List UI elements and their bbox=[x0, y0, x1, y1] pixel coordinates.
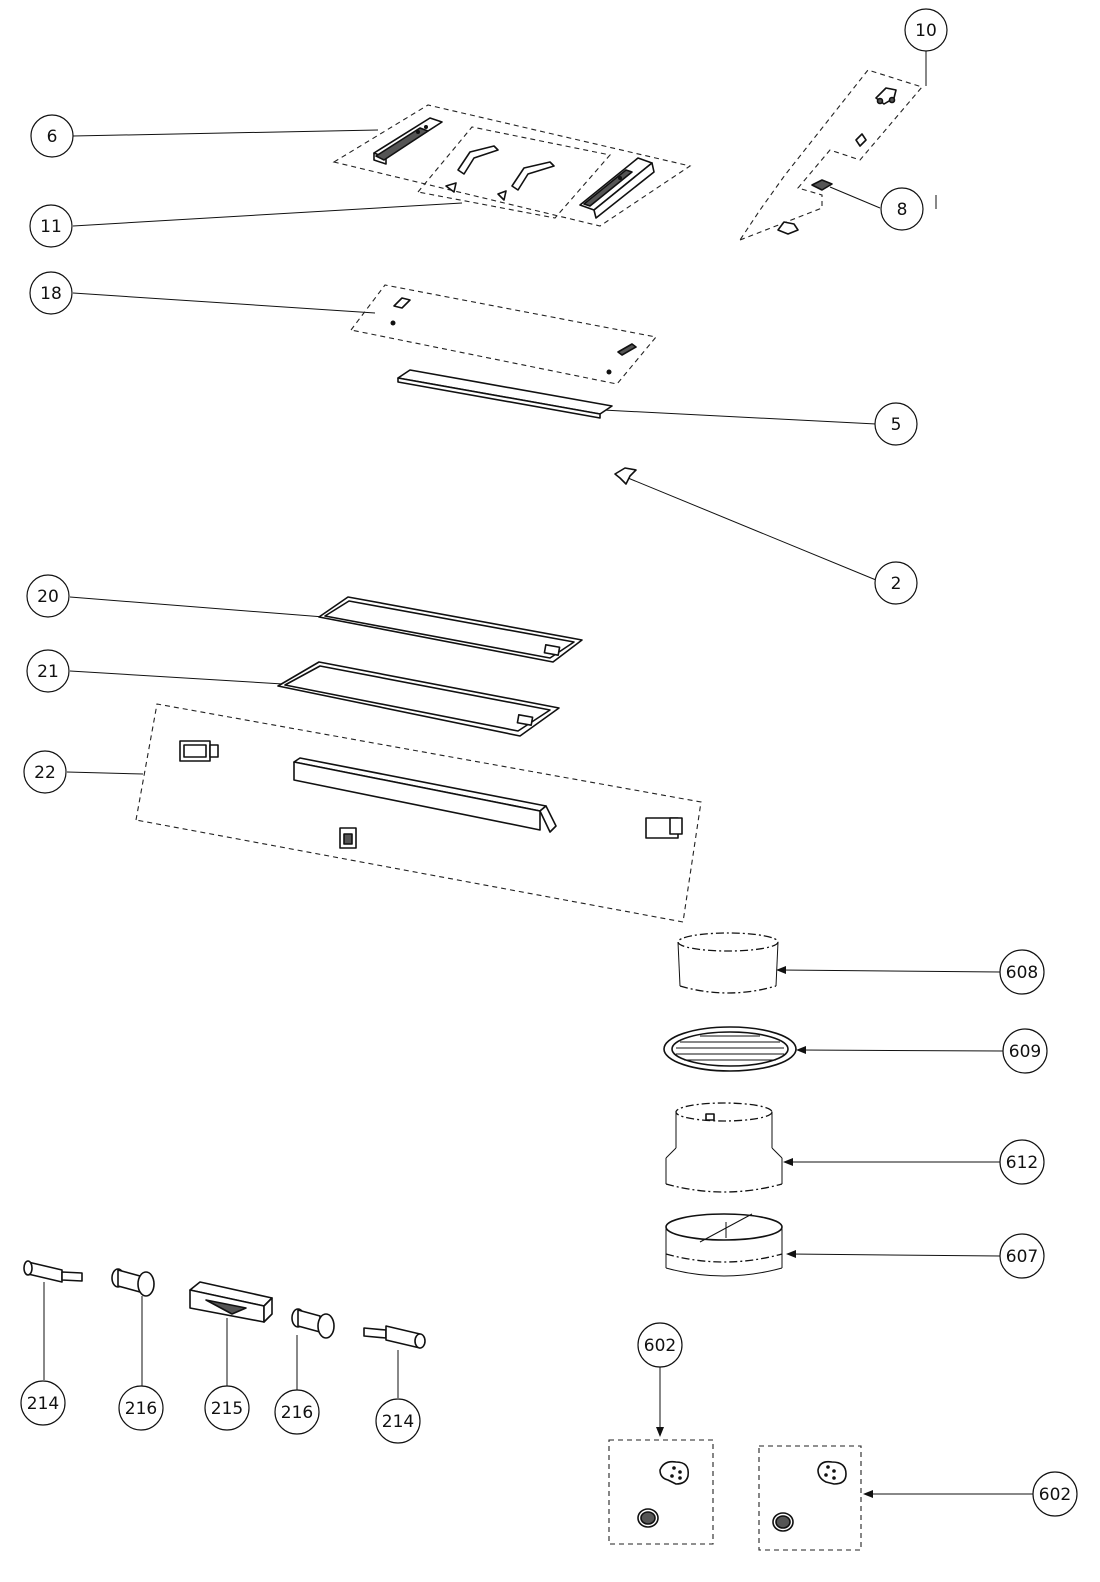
kit-box-10-8 bbox=[738, 69, 923, 242]
callout-label: 11 bbox=[40, 217, 62, 237]
callout-8: 8 bbox=[880, 187, 924, 231]
kit-box-11 bbox=[416, 126, 612, 219]
callout-22: 22 bbox=[23, 750, 67, 794]
leader-lines bbox=[43, 51, 1033, 1498]
strip-5 bbox=[397, 369, 613, 419]
callout-6: 6 bbox=[30, 114, 74, 158]
latch-parts bbox=[777, 87, 897, 235]
grille-609 bbox=[663, 1026, 797, 1072]
callout-label: 22 bbox=[34, 763, 56, 783]
kit-boxes bbox=[135, 69, 923, 1551]
callout-label: 2 bbox=[891, 574, 902, 594]
arrow-609 bbox=[796, 1046, 806, 1054]
callout-215: 215 bbox=[204, 1385, 250, 1431]
plate-18-parts bbox=[390, 297, 637, 375]
callout-label: 6 bbox=[47, 127, 58, 147]
callout-216-left: 216 bbox=[118, 1385, 164, 1431]
callout-label: 214 bbox=[382, 1412, 414, 1432]
reducer-612 bbox=[665, 1102, 783, 1193]
knob-216-right bbox=[291, 1308, 335, 1339]
callout-602-left: 602 bbox=[637, 1322, 683, 1368]
kit-602b-parts bbox=[772, 1460, 847, 1532]
filter-panel-21 bbox=[277, 661, 560, 737]
callout-602-right: 602 bbox=[1032, 1471, 1078, 1517]
pin-214-left bbox=[23, 1260, 83, 1283]
callout-label: 602 bbox=[644, 1336, 676, 1356]
clip-2 bbox=[614, 467, 637, 485]
duct-ring-608 bbox=[677, 932, 779, 994]
callout-label: 609 bbox=[1009, 1042, 1041, 1062]
arrow-602a bbox=[656, 1427, 664, 1437]
leader-11 bbox=[72, 202, 463, 227]
arrow-602b bbox=[863, 1490, 873, 1498]
leader-2 bbox=[627, 477, 877, 581]
hinge-clip-right bbox=[497, 161, 555, 201]
rail-bracket-left bbox=[373, 117, 443, 165]
leader-22 bbox=[66, 771, 144, 775]
kit-box-18 bbox=[350, 284, 658, 385]
callout-2: 2 bbox=[874, 561, 918, 605]
callout-10: 10 bbox=[904, 8, 948, 52]
kit-box-602a bbox=[608, 1439, 714, 1545]
callout-608: 608 bbox=[999, 949, 1045, 995]
callout-label: 10 bbox=[915, 21, 937, 41]
callout-label: 20 bbox=[37, 587, 59, 607]
callout-label: 215 bbox=[211, 1399, 243, 1419]
callout-609: 609 bbox=[1002, 1028, 1048, 1074]
rail-bracket-right bbox=[579, 157, 655, 219]
hinge-clip-left bbox=[445, 145, 499, 193]
callout-label: 216 bbox=[281, 1403, 313, 1423]
kit-602a-parts bbox=[637, 1460, 690, 1528]
callout-18: 18 bbox=[29, 271, 73, 315]
callout-label: 607 bbox=[1006, 1247, 1038, 1267]
arrow-608 bbox=[776, 966, 786, 974]
leader-18 bbox=[72, 292, 376, 314]
callout-label: 8 bbox=[897, 200, 908, 220]
callout-label: 216 bbox=[125, 1399, 157, 1419]
leader-6 bbox=[72, 129, 379, 137]
pin-214-right bbox=[363, 1325, 426, 1349]
filter-panel-20 bbox=[318, 596, 583, 663]
callout-label: 5 bbox=[891, 415, 902, 435]
callout-21: 21 bbox=[26, 649, 70, 693]
leader-20 bbox=[69, 596, 325, 618]
kit-22-parts bbox=[179, 740, 683, 849]
callout-label: 612 bbox=[1006, 1153, 1038, 1173]
callout-label: 214 bbox=[27, 1394, 59, 1414]
callout-214-left: 214 bbox=[20, 1380, 66, 1426]
callout-label: 18 bbox=[40, 284, 62, 304]
kit-box-602b bbox=[758, 1445, 862, 1551]
kit-box-22 bbox=[135, 703, 702, 923]
holder-215 bbox=[189, 1281, 273, 1323]
leader-609 bbox=[799, 1049, 1004, 1052]
callout-label: 602 bbox=[1039, 1485, 1071, 1505]
arrow-612 bbox=[783, 1158, 793, 1166]
leader-21 bbox=[69, 670, 284, 685]
callout-5: 5 bbox=[874, 402, 918, 446]
callout-label: 21 bbox=[37, 662, 59, 682]
callout-216-right: 216 bbox=[274, 1389, 320, 1435]
callout-612: 612 bbox=[999, 1139, 1045, 1185]
arrow-607 bbox=[786, 1250, 796, 1258]
leader-607 bbox=[789, 1253, 1001, 1257]
callout-214-right: 214 bbox=[375, 1398, 421, 1444]
leader-5 bbox=[602, 409, 877, 425]
callout-label: 608 bbox=[1006, 963, 1038, 983]
callout-607: 607 bbox=[999, 1233, 1045, 1279]
callout-20: 20 bbox=[26, 574, 70, 618]
collar-607 bbox=[665, 1213, 783, 1277]
leader-608 bbox=[779, 969, 1001, 973]
callout-11: 11 bbox=[29, 204, 73, 248]
kit-box-6 bbox=[332, 104, 692, 227]
leader-8 bbox=[829, 186, 881, 209]
knob-216-left bbox=[111, 1268, 155, 1297]
